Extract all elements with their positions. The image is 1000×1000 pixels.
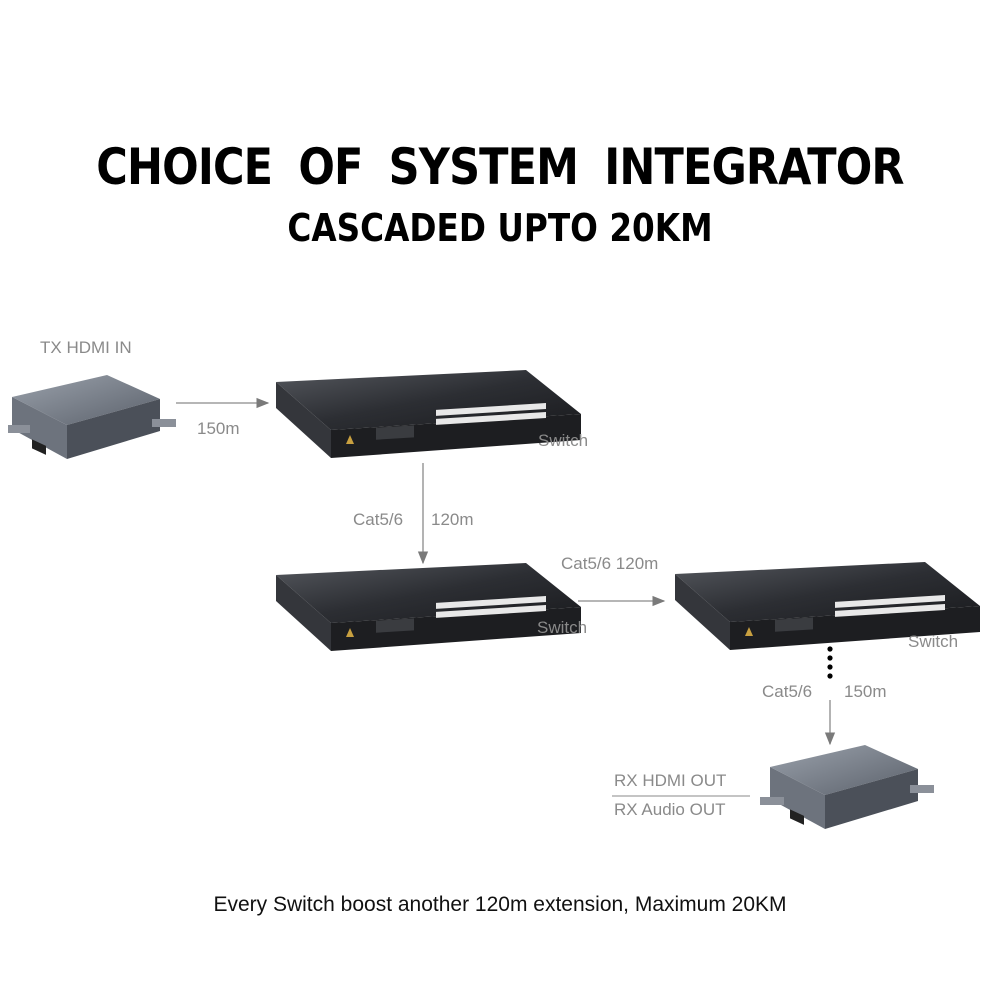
link-1-cable-label: Cat5/6 xyxy=(353,510,404,529)
diagram-caption: Every Switch boost another 120m extensio… xyxy=(213,893,787,916)
switch-2-label: Switch xyxy=(537,618,588,637)
link-2-label: Cat5/6 120m xyxy=(561,554,659,573)
link-3-cable-label: Cat5/6 xyxy=(762,682,813,701)
switch-3-label: Switch xyxy=(908,632,959,651)
link-1-distance-label: 120m xyxy=(431,510,474,529)
rx-audio-out-label: RX Audio OUT xyxy=(614,800,726,819)
continuation-dots xyxy=(827,646,833,679)
tx-extender-device xyxy=(8,375,176,459)
switch-1-label: Switch xyxy=(538,431,589,450)
switch-2-device xyxy=(276,563,581,651)
diagram-subtitle: CASCADED UPTO 20KM xyxy=(287,206,713,250)
rx-hdmi-out-label: RX HDMI OUT xyxy=(614,771,727,790)
link-3-distance-label: 150m xyxy=(844,682,887,701)
diagram-title: CHOICE OF SYSTEM INTEGRATOR xyxy=(96,138,904,196)
distance-label-150m: 150m xyxy=(197,419,240,438)
switch-1-device xyxy=(276,370,581,458)
rx-extender-device xyxy=(760,745,934,829)
tx-hdmi-in-label: TX HDMI IN xyxy=(40,338,132,357)
